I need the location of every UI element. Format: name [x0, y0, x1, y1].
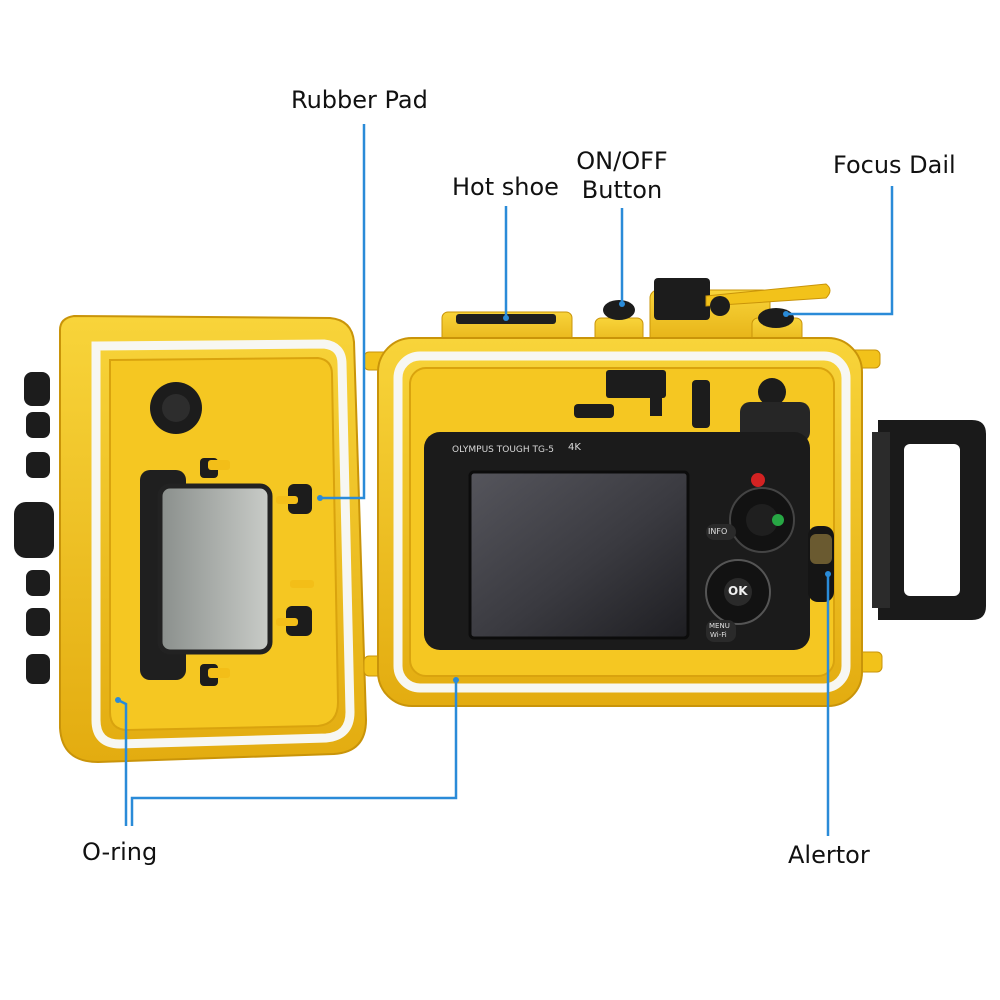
camera-4k-badge: 4K: [568, 442, 581, 453]
housing-back-door: [14, 314, 368, 764]
callout-o-ring: O-ring: [82, 838, 158, 866]
camera-brand-text: OLYMPUS TOUGH TG-5: [452, 445, 554, 455]
callout-on-off-line1: ON/OFF: [576, 147, 668, 175]
callout-alertor: Alertor: [788, 841, 870, 869]
camera-wifi-label: Wi-Fi: [710, 631, 727, 639]
callout-hot-shoe: Hot shoe: [452, 173, 559, 201]
camera-ok-button: OK: [728, 584, 748, 598]
leader-focus-dial: [786, 186, 894, 316]
callout-focus-dial: Focus Dail: [833, 151, 956, 179]
leader-rubber-pad: [320, 124, 366, 500]
camera-info-button: INFO: [708, 527, 728, 536]
callout-rubber-pad: Rubber Pad: [291, 86, 428, 114]
camera-menu-label: MENU: [709, 622, 730, 630]
housing-handle: [872, 420, 986, 620]
leader-o-ring-right: [130, 680, 458, 826]
leader-o-ring-left: [117, 698, 128, 826]
camera-body: [424, 432, 834, 650]
door-side-knobs: [14, 372, 54, 684]
callout-on-off-line2: Button: [581, 176, 663, 204]
